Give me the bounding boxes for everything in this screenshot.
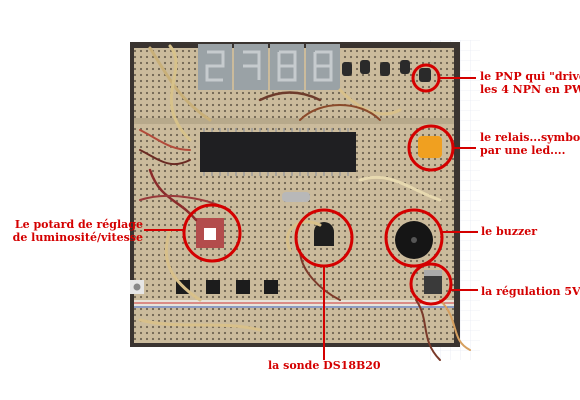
bus-strip-top [134, 118, 454, 124]
microcontroller-chip [200, 132, 356, 172]
label-pnp: le PNP qui "drive" les 4 NPN en PWM [480, 70, 580, 96]
label-relay-line2: par une led.... [480, 144, 566, 157]
relay-led [418, 136, 442, 158]
label-probe: la sonde DS18B20 [268, 359, 381, 372]
circle-pot [182, 203, 242, 263]
label-buzzer: le buzzer [481, 225, 537, 238]
label-regulation-text: la régulation 5V [481, 285, 580, 298]
seven-segment-displays [198, 44, 340, 90]
bus-strip-bottom [134, 300, 454, 308]
label-regulation: la régulation 5V [481, 285, 580, 298]
circle-regulation [409, 262, 453, 306]
label-pot-line1: Le potard de réglage [14, 218, 143, 231]
label-probe-text: la sonde DS18B20 [268, 359, 381, 372]
circle-buzzer [384, 208, 444, 268]
annotation-circles [182, 63, 455, 306]
label-relay-line1: le relais...symbolisé [480, 131, 580, 144]
label-pnp-line2: les 4 NPN en PWM [480, 83, 580, 96]
label-pot: Le potard de réglage de luminosité/vites… [5, 218, 143, 244]
crystal [282, 192, 310, 202]
transistors [342, 60, 431, 82]
temperature-probe [314, 222, 334, 246]
label-buzzer-text: le buzzer [481, 225, 537, 238]
push-buttons [130, 280, 278, 294]
label-pnp-line1: le PNP qui "drive" [480, 70, 580, 83]
label-relay: le relais...symbolisé par une led.... [480, 131, 580, 157]
label-pot-line2: de luminosité/vitesse [12, 231, 143, 244]
leader-lines [144, 77, 478, 360]
